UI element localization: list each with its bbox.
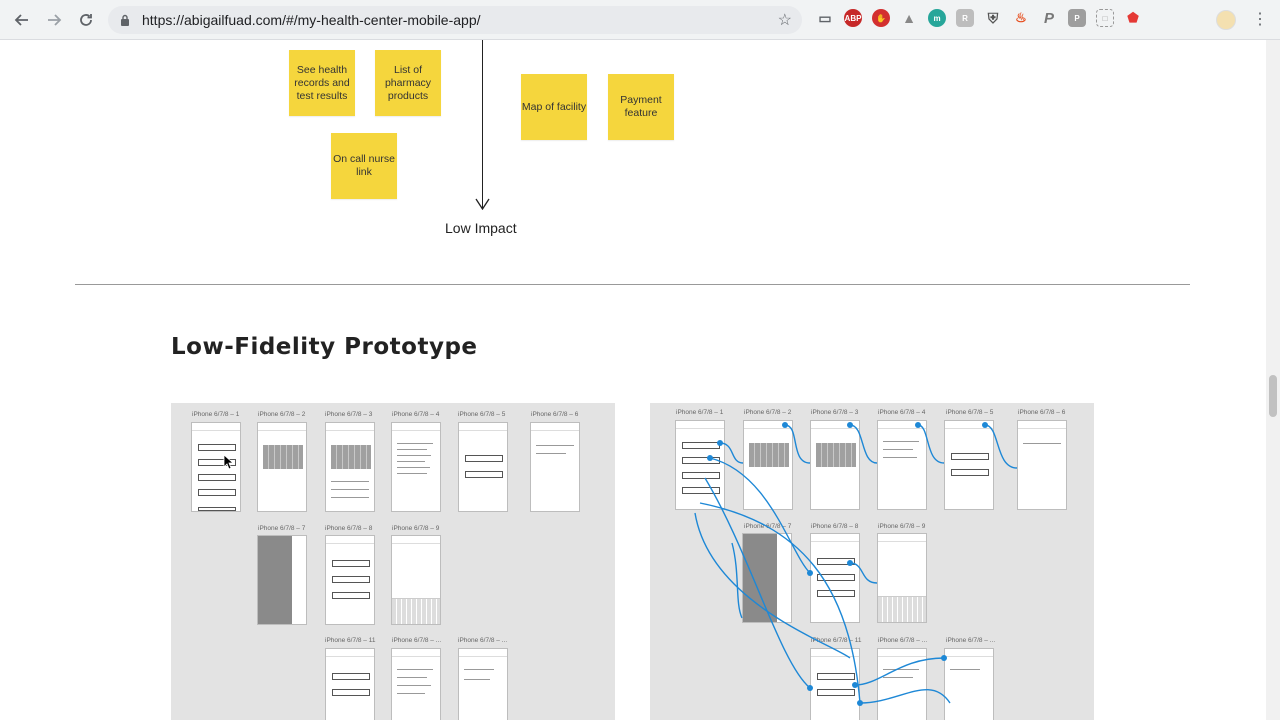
flow-chat (877, 533, 927, 623)
sticky-note: List of pharmacy products (375, 50, 441, 116)
wireframe-home (191, 422, 241, 512)
back-icon[interactable] (6, 4, 38, 36)
p-extension-icon[interactable]: P (1043, 9, 1054, 27)
wireframe-pharmacy (325, 648, 375, 720)
reload-icon[interactable] (70, 4, 102, 36)
lock-icon (120, 13, 132, 27)
flow-pharmacy (810, 648, 860, 720)
section-title: Low-Fidelity Prototype (171, 334, 478, 360)
wireframe-chat (391, 535, 441, 625)
flow-otc (877, 648, 927, 720)
screen-label: iPhone 6/7/8 – 8 (811, 523, 859, 530)
adblock-icon[interactable]: ABP (844, 9, 862, 27)
wireframe-otc (391, 648, 441, 720)
screen-label: iPhone 6/7/8 – 8 (325, 525, 373, 532)
sticky-note: See health records and test results (289, 50, 355, 116)
screen-label: iPhone 6/7/8 – 2 (744, 409, 792, 416)
screen-label: iPhone 6/7/8 – ... (458, 637, 508, 644)
screen-label: iPhone 6/7/8 – 11 (811, 637, 862, 644)
flow-doctor (944, 420, 994, 510)
prototype-link-lines (694, 422, 1018, 706)
hand-stop-icon[interactable]: ✋ (872, 9, 890, 27)
sticky-note: Payment feature (608, 74, 674, 140)
screen-label: iPhone 6/7/8 – 6 (531, 411, 579, 418)
sticky-note: Map of facility (521, 74, 587, 140)
screen-label: iPhone 6/7/8 – 1 (676, 409, 724, 416)
bookmark-star-icon[interactable]: ☆ (777, 12, 792, 29)
mouse-cursor-icon (223, 454, 233, 470)
screen-label: iPhone 6/7/8 – 3 (325, 411, 373, 418)
shield-icon[interactable]: ⛨ (987, 9, 999, 26)
flow-confirm (1017, 420, 1067, 510)
gray-extension-icon[interactable]: R (956, 9, 974, 27)
screen-label: iPhone 6/7/8 – ... (878, 637, 928, 644)
screen-label: iPhone 6/7/8 – 9 (878, 523, 926, 530)
sticky-note: On call nurse link (331, 133, 397, 199)
teal-extension-icon[interactable]: m (928, 9, 946, 27)
wireframe-screens-panel: iPhone 6/7/8 – 1 iPhone 6/7/8 – 2 iPhone… (171, 403, 615, 720)
url-text: https://abigailfuad.com/#/my-health-cent… (142, 12, 481, 28)
prototype-flow-panel: iPhone 6/7/8 – 1 iPhone 6/7/8 – 2 iPhone… (650, 403, 1094, 720)
wireframe-confirm (530, 422, 580, 512)
arrow-down-icon (475, 198, 490, 210)
impact-axis-line (482, 40, 483, 208)
flow-prescriptions (944, 648, 994, 720)
flow-home (675, 420, 725, 510)
red-shield-icon[interactable]: ⬟ (1127, 10, 1139, 25)
scrollbar-thumb[interactable] (1269, 375, 1277, 417)
screen-label: iPhone 6/7/8 – 5 (458, 411, 506, 418)
low-impact-label: Low Impact (445, 220, 517, 236)
screen-label: iPhone 6/7/8 – ... (946, 637, 996, 644)
page-scrollbar[interactable] (1266, 40, 1280, 720)
wireframe-prescriptions (458, 648, 508, 720)
screen-label: iPhone 6/7/8 – 5 (946, 409, 994, 416)
flow-nurse (810, 533, 860, 623)
browser-toolbar: https://abigailfuad.com/#/my-health-cent… (0, 0, 1280, 40)
wireframe-doctor (458, 422, 508, 512)
address-bar[interactable]: https://abigailfuad.com/#/my-health-cent… (108, 6, 802, 34)
cast-icon[interactable]: ▭ (818, 9, 832, 26)
screen-label: iPhone 6/7/8 – 1 (192, 411, 240, 418)
flow-reason (877, 420, 927, 510)
forward-icon[interactable] (38, 4, 70, 36)
wireframe-date (257, 422, 307, 512)
parking-icon[interactable]: P (1068, 9, 1086, 27)
menu-dots-icon[interactable]: ⋮ (1252, 11, 1268, 28)
wireframe-menu (257, 535, 307, 625)
screen-label: iPhone 6/7/8 – 6 (1018, 409, 1066, 416)
wireframe-reason (391, 422, 441, 512)
fire-icon[interactable]: ♨ (1015, 10, 1027, 25)
screen-label: iPhone 6/7/8 – 7 (258, 525, 306, 532)
flow-time (810, 420, 860, 510)
wireframe-nurse (325, 535, 375, 625)
screen-label: iPhone 6/7/8 – 4 (392, 411, 440, 418)
screen-label: iPhone 6/7/8 – 4 (878, 409, 926, 416)
drive-icon[interactable]: ▲ (902, 10, 916, 26)
screen-label: iPhone 6/7/8 – ... (392, 637, 442, 644)
dashed-extension-icon[interactable]: □ (1096, 9, 1114, 27)
screen-label: iPhone 6/7/8 – 11 (325, 637, 376, 644)
screen-label: iPhone 6/7/8 – 3 (811, 409, 859, 416)
flow-menu (742, 533, 792, 623)
screen-label: iPhone 6/7/8 – 9 (392, 525, 440, 532)
flow-date (743, 420, 793, 510)
screen-label: iPhone 6/7/8 – 2 (258, 411, 306, 418)
wireframe-time (325, 422, 375, 512)
section-divider (75, 284, 1190, 285)
profile-avatar[interactable] (1216, 10, 1236, 30)
page-content: See health records and test results List… (0, 40, 1266, 720)
extensions-bar: ▭ ABP ✋ ▲ m R ⛨ ♨ P P □ ⬟ (816, 9, 1142, 27)
